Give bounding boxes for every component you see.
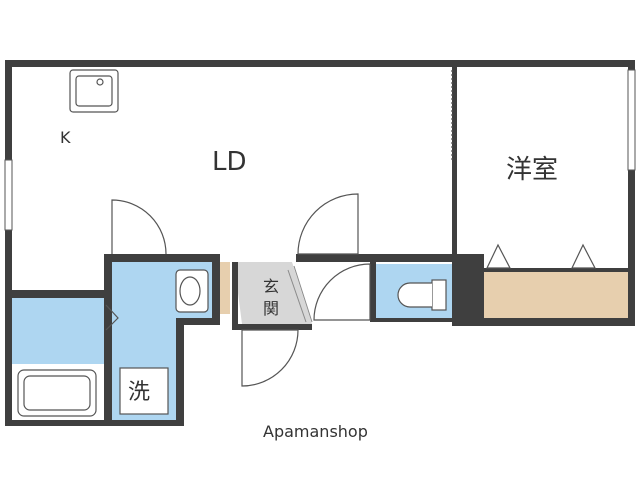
closet-hanger-left <box>486 243 511 269</box>
entrance-floor <box>234 262 312 324</box>
step-line <box>293 265 313 323</box>
door-washroom <box>111 199 167 255</box>
bathtub-inner <box>23 375 91 411</box>
wall-top <box>5 60 635 67</box>
wall-entry-left <box>232 262 238 330</box>
wall-mid-top <box>296 254 456 262</box>
toilet-tank <box>431 279 447 311</box>
wall-wash-right <box>176 320 184 426</box>
wall-toilet-bottom <box>370 318 452 322</box>
wall-basin-right <box>212 254 220 325</box>
kitchen-tap <box>96 78 104 86</box>
wall-lower-right <box>452 318 635 326</box>
entrance-label-top: 玄 <box>263 277 279 296</box>
wall-left-lower <box>5 290 12 426</box>
wall-bath-top <box>5 290 107 298</box>
kitchen-label: K <box>60 128 71 147</box>
wall-right <box>628 60 635 326</box>
walls <box>5 60 635 426</box>
step-line <box>287 269 307 323</box>
window-right <box>627 69 636 171</box>
wall-basin-bottom <box>176 318 218 325</box>
door-sliding-bath <box>105 304 119 331</box>
closet-floor <box>484 272 628 320</box>
closet-hanger-right <box>571 243 596 269</box>
floor-fills <box>12 262 628 422</box>
windows <box>4 69 636 231</box>
entry-shelf <box>220 262 230 314</box>
living-dining-label: LD <box>212 147 247 177</box>
western-room-label: 洋室 <box>506 155 558 185</box>
wall-toilet-right <box>452 254 484 326</box>
kitchen-sink-inner <box>75 75 113 107</box>
wall-closet-top <box>484 268 628 272</box>
door-toilet <box>313 263 371 321</box>
wall-entry-bottom <box>232 324 312 330</box>
doors <box>105 70 453 387</box>
washroom-label: 洗 <box>128 380 150 405</box>
window-left <box>4 159 13 231</box>
entrance-label-bottom: 関 <box>263 299 279 318</box>
wall-divider-room <box>452 60 457 260</box>
toilet-bowl <box>397 282 432 308</box>
wall-bottom-left <box>5 420 184 426</box>
door-entrance-hall <box>297 193 359 255</box>
door-front <box>241 329 299 387</box>
wall-wash-top <box>104 254 220 262</box>
wall-bath-right <box>104 254 112 426</box>
wall-toilet-left <box>370 262 376 322</box>
watermark: Apamanshop <box>263 422 368 441</box>
fixtures <box>17 69 596 417</box>
washing-machine <box>119 367 169 415</box>
washbasin-bowl <box>179 276 201 306</box>
entrance-step <box>287 265 313 323</box>
bathroom-floor <box>12 298 104 364</box>
